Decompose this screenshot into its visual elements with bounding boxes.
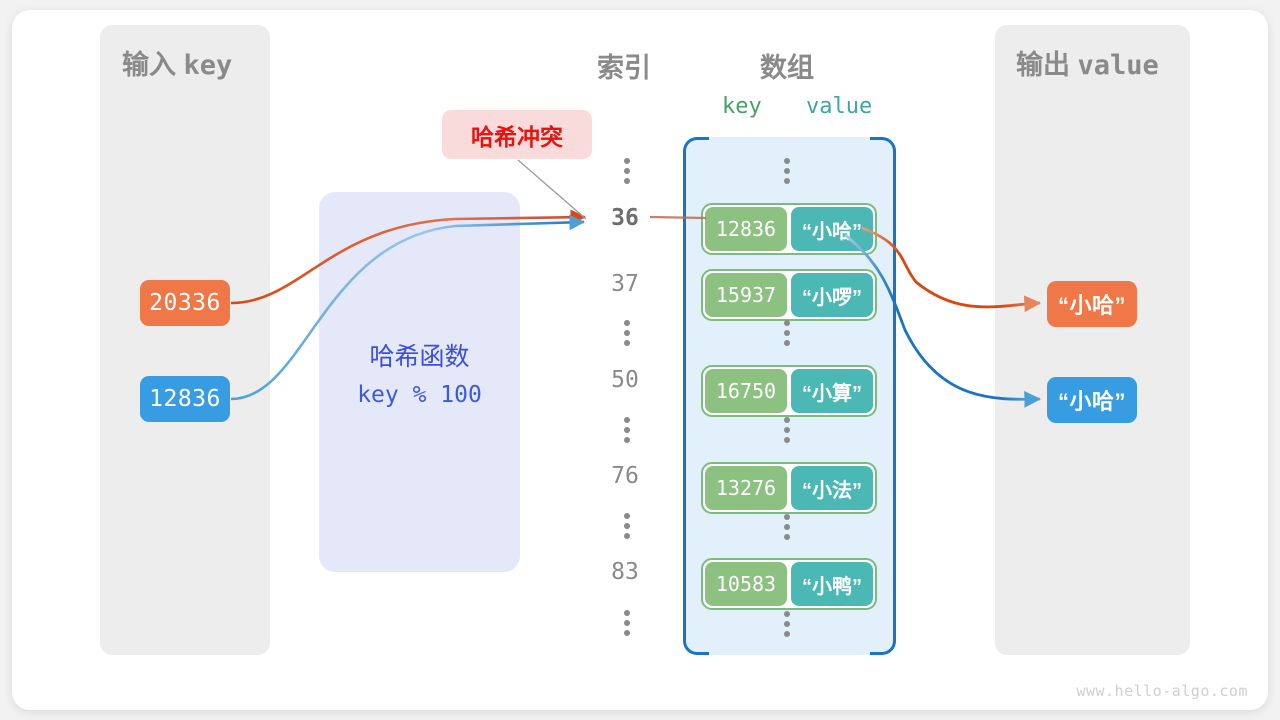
index-label-37: 37 [595,271,655,297]
bucket-key: 15937 [705,273,787,317]
input-panel [100,25,270,655]
index-value: 83 [611,559,639,585]
hash-collision-label: 哈希冲突 [471,123,563,150]
index-label-50: 50 [595,367,655,393]
index-label-83: 83 [595,559,655,585]
bucket-row-37[interactable]: 15937 “小啰” [701,269,877,321]
hash-function-title: 哈希函数 [369,343,470,371]
output-value-chip-orange[interactable]: “小哈” [1047,281,1137,327]
input-panel-title-cjk: 输入 [122,50,176,80]
input-panel-title: 输入 key [122,43,232,82]
array-ellipsis-icon [784,320,790,346]
index-ellipsis-icon [624,320,630,346]
index-value: 76 [611,463,639,489]
input-key-label: 12836 [149,386,221,412]
index-value: 50 [611,367,639,393]
bucket-value: “小法” [791,466,873,510]
index-ellipsis-icon [624,158,630,184]
array-ellipsis-icon [784,514,790,540]
output-value-chip-blue[interactable]: “小哈” [1047,377,1137,423]
array-left-bracket-icon [683,137,709,655]
key-header-text: key [722,94,762,119]
bucket-key: 12836 [705,207,787,251]
bucket-row-50[interactable]: 16750 “小算” [701,365,877,417]
array-ellipsis-icon [784,611,790,637]
index-ellipsis-icon [624,417,630,443]
bucket-value: “小啰” [791,273,873,317]
hash-function-box: 哈希函数 key % 100 [319,192,520,572]
output-value-label: “小哈” [1057,293,1126,318]
input-key-label: 20336 [149,290,221,316]
output-panel-title-mono: value [1077,50,1159,81]
index-column-header: 索引 [597,46,651,85]
hash-collision-callout: 哈希冲突 [442,110,592,159]
bucket-value: “小算” [791,369,873,413]
array-ellipsis-icon [784,417,790,443]
output-panel-title: 输出 value [1016,43,1159,82]
value-header-text: value [806,94,873,119]
output-value-label: “小哈” [1057,389,1126,414]
value-column-header: value [806,94,872,119]
key-column-header: key [722,94,762,119]
hash-array-container: 12836 “小哈” 15937 “小啰” 16750 “小算” 13276 “… [683,137,896,655]
watermark: www.hello-algo.com [1076,682,1248,700]
output-panel [995,25,1190,655]
bucket-key: 13276 [705,466,787,510]
bucket-row-83[interactable]: 10583 “小鸭” [701,558,877,610]
array-header-text: 数组 [760,53,814,83]
input-key-chip-12836[interactable]: 12836 [140,376,230,422]
bucket-key: 16750 [705,369,787,413]
bucket-value: “小鸭” [791,562,873,606]
bucket-row-76[interactable]: 13276 “小法” [701,462,877,514]
bucket-value: “小哈” [791,207,873,251]
index-ellipsis-icon [624,513,630,539]
output-panel-title-cjk: 输出 [1016,50,1070,80]
index-value: 36 [611,205,639,231]
index-value: 37 [611,271,639,297]
index-ellipsis-icon [624,610,630,636]
index-label-76: 76 [595,463,655,489]
bucket-key: 10583 [705,562,787,606]
hash-function-formula: key % 100 [357,382,482,408]
bucket-row-36[interactable]: 12836 “小哈” [701,203,877,255]
array-ellipsis-icon [784,158,790,184]
index-label-36: 36 [595,205,655,231]
index-header-text: 索引 [597,53,651,83]
array-column-header: 数组 [760,46,814,85]
input-panel-title-mono: key [183,50,233,81]
input-key-chip-20336[interactable]: 20336 [140,280,230,326]
